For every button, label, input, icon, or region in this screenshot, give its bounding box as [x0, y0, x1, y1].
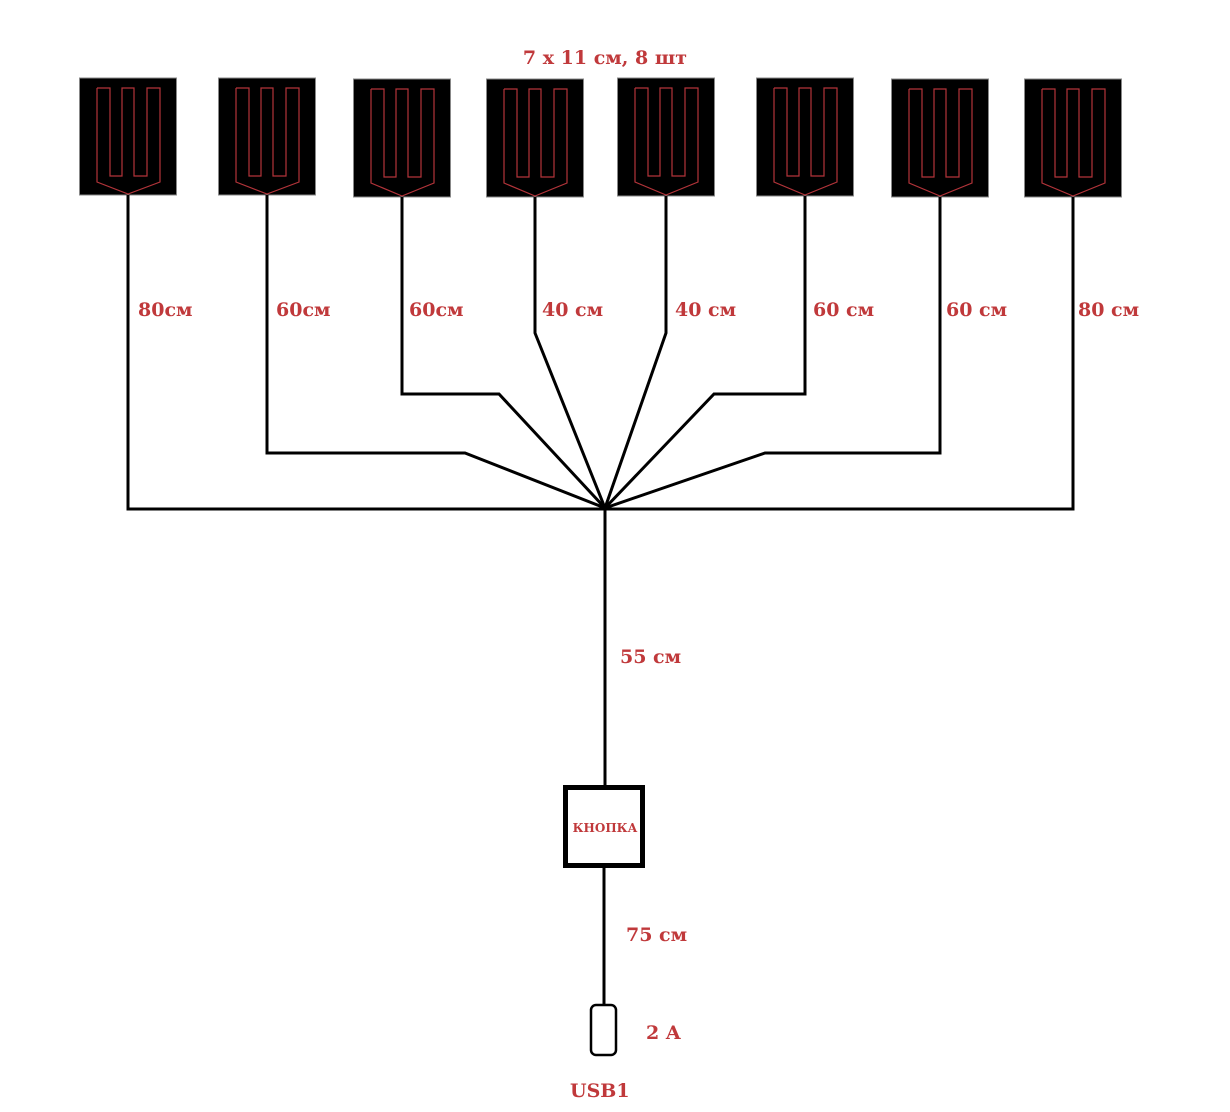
heater-panel: [79, 77, 177, 196]
heater-panels: [79, 77, 1122, 198]
heater-cable-length-label: 40 см: [675, 299, 736, 321]
heating-trace: [773, 87, 838, 196]
heater-panel: [756, 77, 854, 197]
heater-panel: [218, 77, 316, 196]
heater-wire: [400, 197, 607, 510]
heating-trace: [370, 88, 435, 197]
usb-cable-length-label: 75 см: [626, 924, 687, 946]
heater-panel-body: [1024, 78, 1122, 198]
heater-wire: [126, 195, 605, 511]
heater-wire: [604, 197, 942, 510]
heater-wires: [126, 195, 1075, 511]
usb-plug: 2 A USB1: [570, 1003, 681, 1102]
heating-trace: [235, 87, 300, 195]
heater-panel-body: [486, 78, 584, 198]
button-box: [563, 785, 645, 868]
heater-panel: [617, 77, 715, 197]
heater-panel-body: [79, 77, 177, 196]
heater-cable-length-label: 60см: [409, 299, 464, 321]
heater-panel: [353, 78, 451, 198]
heater-wire: [603, 196, 668, 509]
heater-panel-body: [353, 78, 451, 198]
heater-panel-body: [218, 77, 316, 196]
heater-cable-length-label: 60 см: [946, 299, 1007, 321]
heater-panel: [486, 78, 584, 198]
heater-panel: [891, 78, 989, 198]
heater-panel-body: [891, 78, 989, 198]
heater-wire: [533, 197, 607, 509]
usb-label: USB1: [570, 1080, 630, 1102]
trunk-length-label: 55 см: [620, 646, 681, 668]
heater-cable-length-label: 60 см: [813, 299, 874, 321]
button-switch: КНОПКА: [563, 785, 645, 868]
heating-trace: [908, 88, 973, 197]
heater-cable-length-label: 40 см: [542, 299, 603, 321]
heating-trace: [96, 87, 161, 195]
heater-cable-length-label: 60см: [276, 299, 331, 321]
usb-connector-icon: [589, 1003, 618, 1057]
diagram-title: 7 x 11 см, 8 шт: [523, 47, 687, 69]
cable-labels: 80см 60см 60см 40 см 40 см 60 см 60 см 80 см: [138, 299, 1139, 321]
heater-wire: [603, 196, 807, 510]
button-label: КНОПКА: [573, 821, 638, 835]
heater-panel-body: [617, 77, 715, 197]
heater-panel-body: [756, 77, 854, 197]
usb-current-label: 2 A: [646, 1022, 681, 1044]
heating-trace: [634, 87, 699, 196]
heating-trace: [1041, 88, 1106, 197]
heater-panel: [1024, 78, 1122, 198]
heater-wire: [605, 197, 1075, 511]
heater-cable-length-label: 80см: [138, 299, 193, 321]
heater-cable-length-label: 80 см: [1078, 299, 1139, 321]
heater-wire: [265, 195, 606, 510]
heating-trace: [503, 88, 568, 197]
